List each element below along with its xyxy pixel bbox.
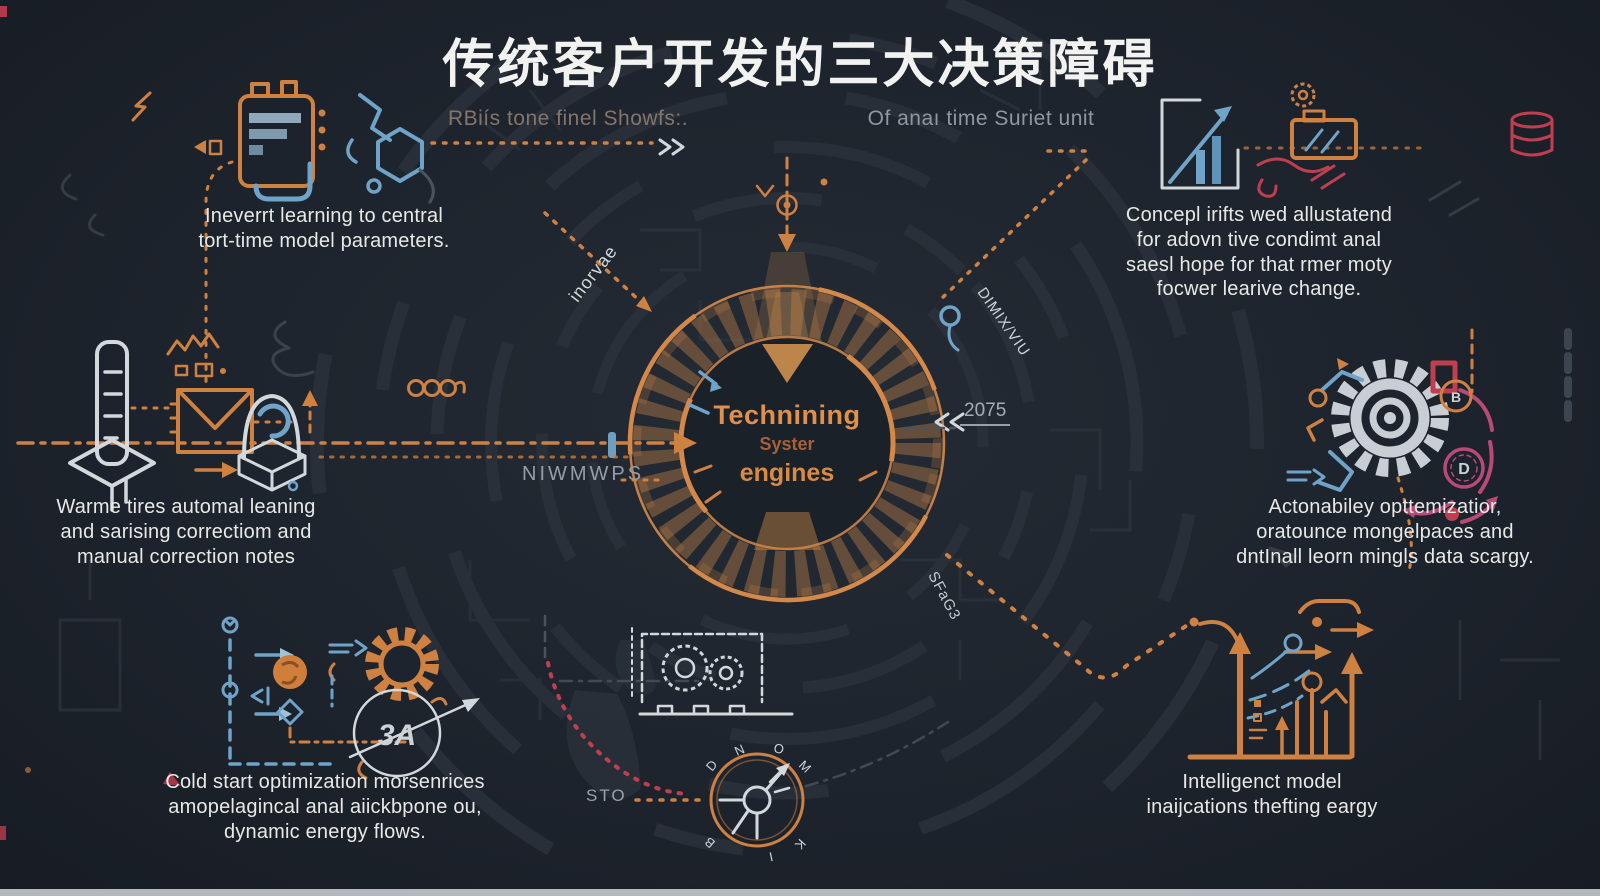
text-block-mid-left: Warme tires automal leaning and sarising… — [56, 496, 316, 568]
label-sto: STO — [586, 786, 627, 805]
hub-dial — [627, 156, 965, 603]
text-block-bottom-right: Intelligenct model inaijcations thefting… — [1146, 771, 1378, 818]
chain-links-icon — [407, 379, 466, 397]
red-scribble-icon — [1256, 157, 1346, 198]
compass-letter: K — [792, 836, 809, 853]
text-block-top-left: Ineverrt learning to central tort-time m… — [198, 205, 450, 252]
gear-icon — [365, 627, 439, 701]
badge-d-icon: D — [1443, 447, 1485, 489]
large-gear-icon — [1286, 358, 1498, 524]
badge-3a-label: 3A — [378, 719, 416, 752]
node-balloon-icon — [939, 305, 961, 352]
page-title: 传统客户开发的三大决策障碍 — [442, 36, 1158, 94]
bottom-edge-strip — [0, 889, 1600, 896]
hub-line-1: Technining — [713, 400, 861, 430]
chart-frame-icon — [1160, 98, 1240, 190]
camera-icon — [1290, 82, 1358, 160]
database-icon — [1510, 111, 1554, 157]
badge-d-label: D — [1458, 461, 1470, 478]
label-year: 2075 — [960, 400, 1011, 426]
wrench-molecule-icon — [346, 93, 435, 204]
compass-letter: D — [703, 757, 721, 774]
badge-3a-icon: 3A — [348, 688, 480, 780]
text-block-top-right: Concepl irifts wed allustatend for adovn… — [1125, 204, 1393, 301]
label-niwmwps: NIWMWPS — [522, 463, 645, 485]
compass-letter: I — [768, 849, 775, 864]
hub-text: Technining Syster engines — [657, 400, 917, 488]
text-block-bottom-left: Cold start optimization morsenrices amop… — [165, 771, 485, 843]
text-block-mid-right: Actonabiley opttemizatior, oratounce mon… — [1236, 496, 1534, 568]
gearbox-icon — [631, 627, 794, 716]
compass-letter: O — [772, 740, 785, 757]
growth-chart-icon — [1187, 599, 1374, 760]
thermometer-scale-icon — [68, 340, 156, 512]
compass-letter: M — [796, 757, 814, 775]
subtitle-right: Of anaı time Suriet unit — [867, 107, 1095, 130]
subtitle-left: RBiís tone finel Showfs:. — [447, 107, 689, 130]
hub-line-3: engines — [739, 459, 835, 487]
lightning-icon — [131, 91, 152, 122]
document-stack-icon — [131, 80, 326, 202]
corner-accents — [0, 6, 181, 840]
hub-line-2: Syster — [759, 434, 815, 454]
envelope-alert-icon — [166, 332, 254, 454]
lock-avatar-icon — [237, 394, 307, 492]
badge-b-icon: B — [1439, 379, 1473, 413]
badge-b-label: B — [1451, 389, 1461, 405]
flowchart-icon — [221, 616, 410, 766]
